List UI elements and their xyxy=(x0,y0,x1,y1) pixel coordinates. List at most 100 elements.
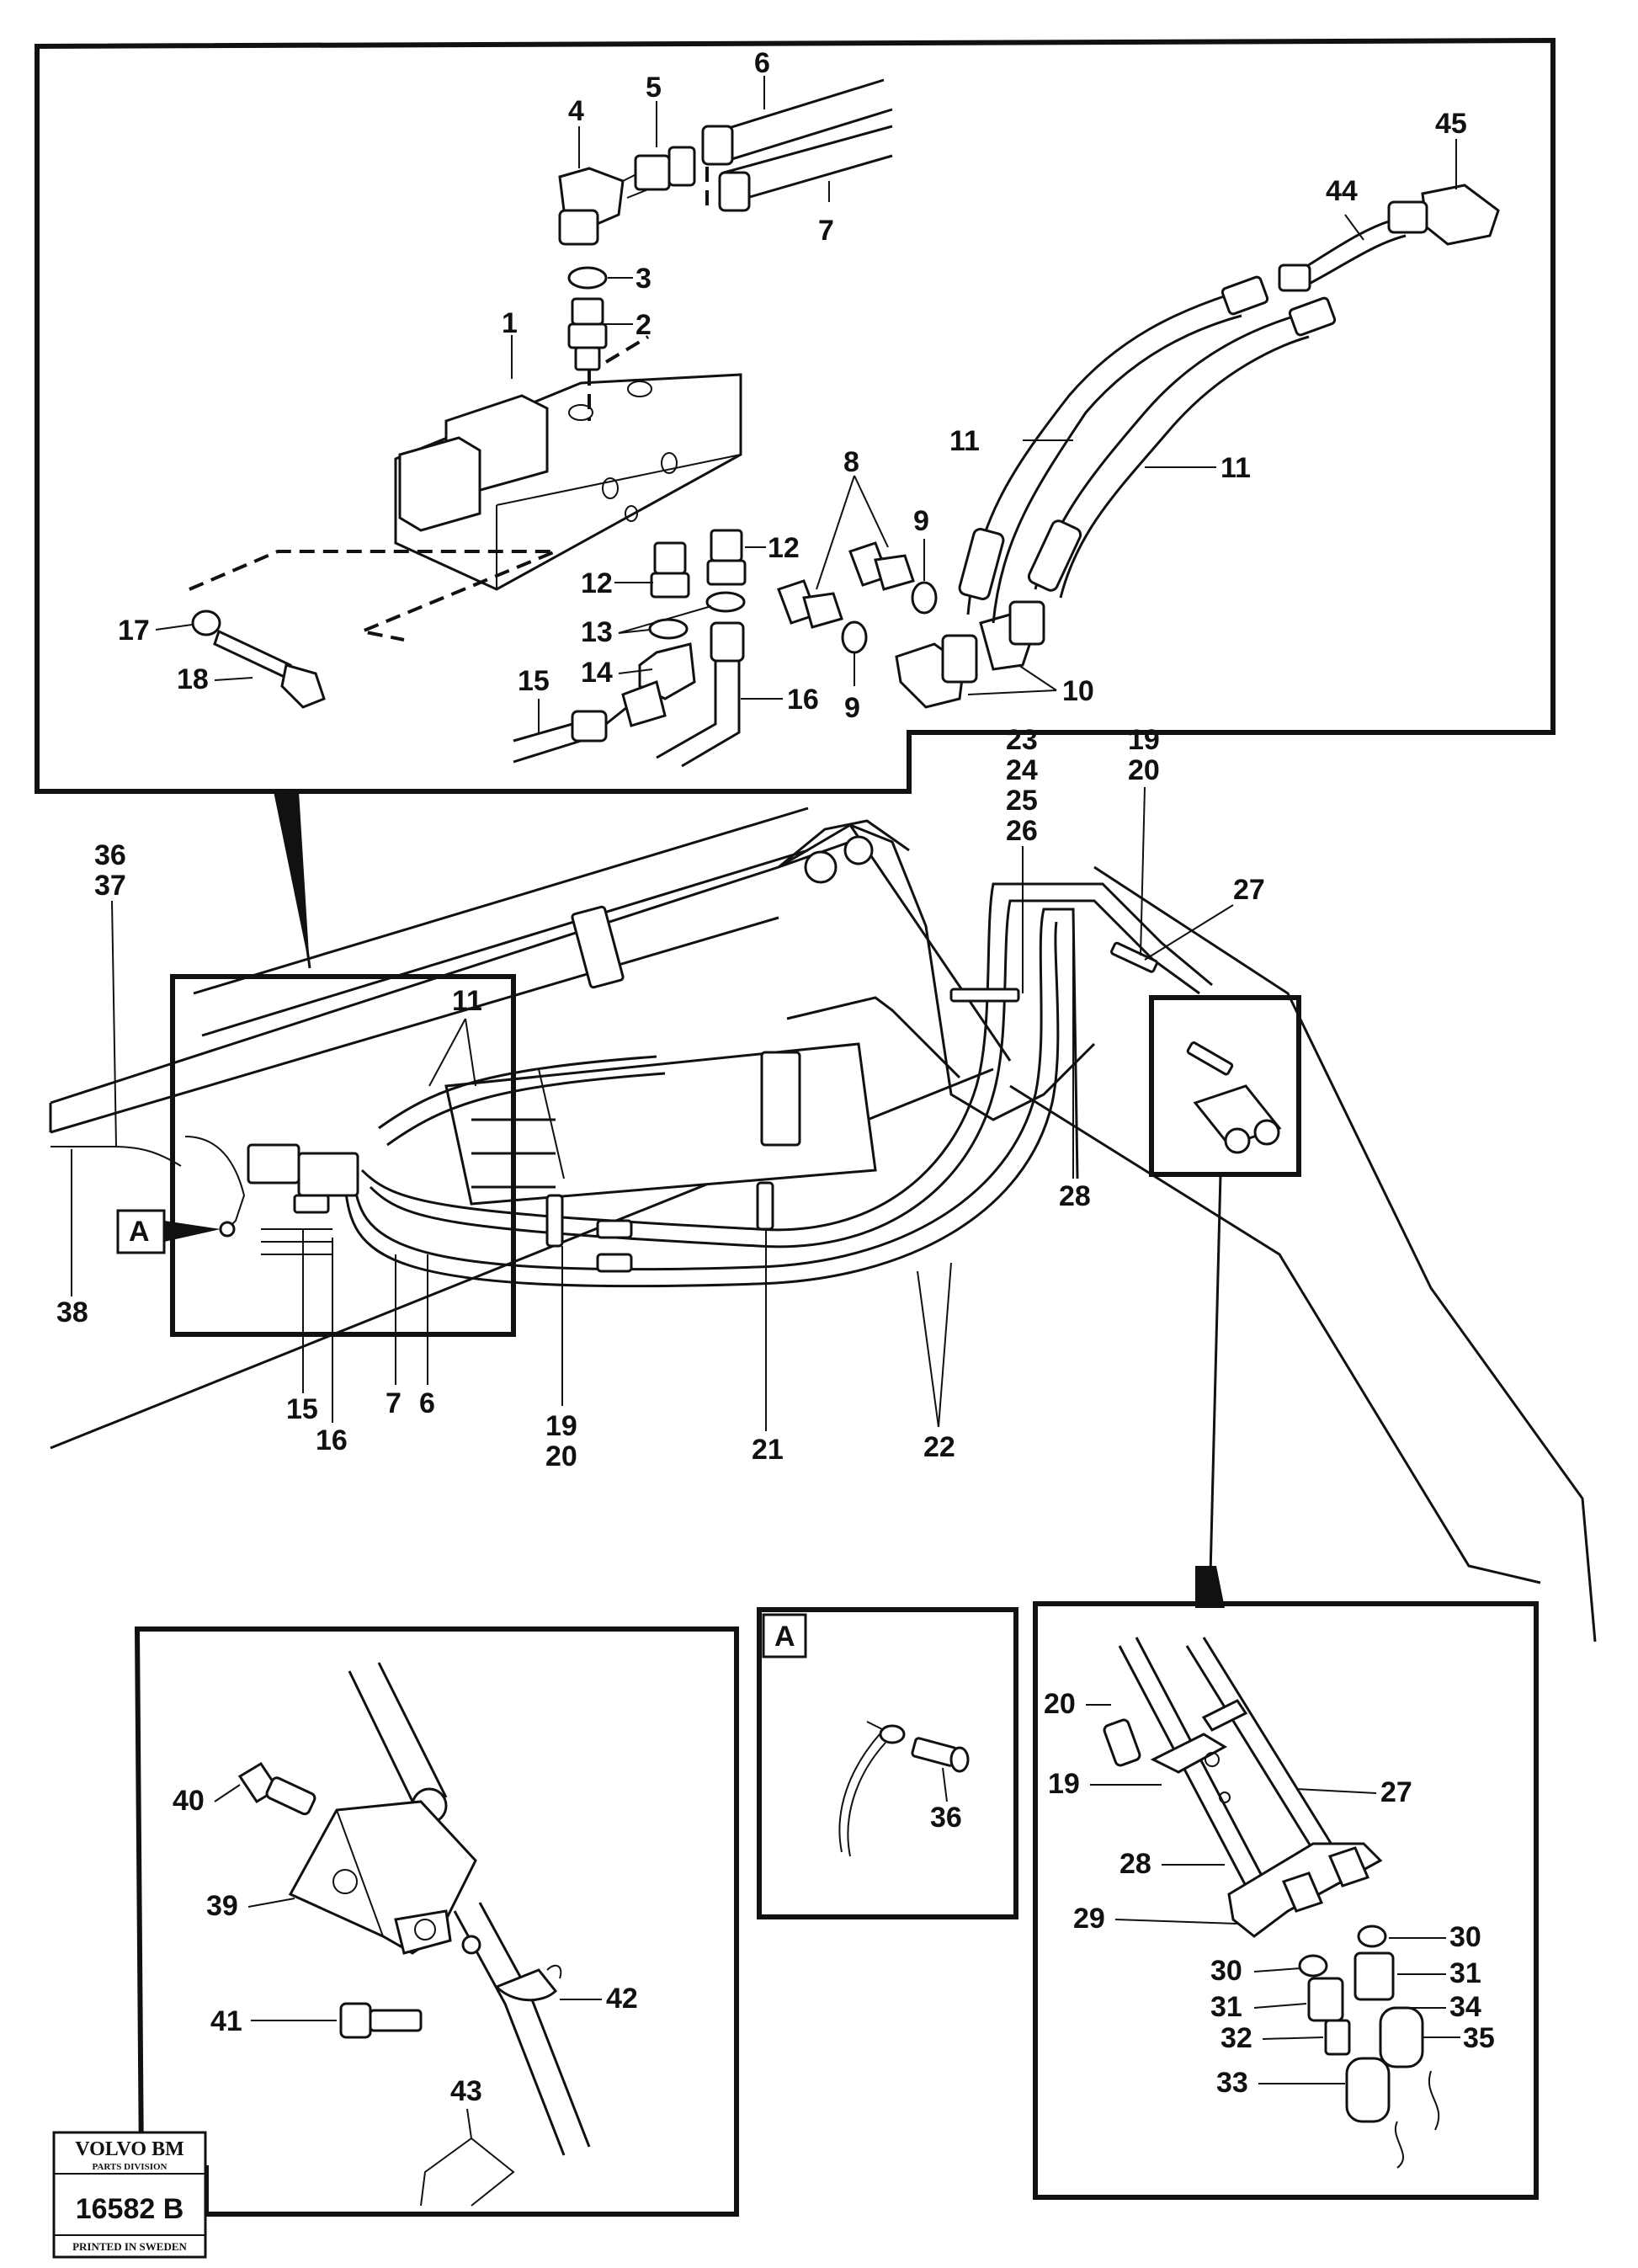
callout-16-boom: 16 xyxy=(316,1424,348,1456)
bottom-left-callouts: 40 39 41 42 43 xyxy=(173,1784,638,2139)
callout-45: 45 xyxy=(1435,108,1467,140)
washer-13-left xyxy=(648,618,689,640)
boom-callouts: 23 24 25 26 19 20 27 36 37 11 38 28 15 1… xyxy=(56,724,1265,1472)
callout-31-left: 31 xyxy=(1210,1991,1242,2023)
callout-16: 16 xyxy=(787,684,819,716)
bottom-right-callouts: 20 19 27 28 29 30 30 31 31 34 32 35 33 xyxy=(1044,1688,1495,2099)
callout-19-detail: 19 xyxy=(1048,1768,1080,1800)
callout-9-upper: 9 xyxy=(913,505,929,537)
frame-pointer-top-left xyxy=(274,791,310,968)
elbow-10-left xyxy=(895,634,978,709)
callout-32: 32 xyxy=(1221,2022,1252,2054)
detail-marker-a-label: A xyxy=(129,1216,150,1248)
detail-a-header: A xyxy=(762,1613,807,1658)
ground-cable-36 xyxy=(838,1721,970,1857)
detail-marker-a: A xyxy=(116,1209,221,1254)
top-detail-frame xyxy=(35,37,1556,794)
hose-15 xyxy=(513,705,628,764)
callout-27-detail: 27 xyxy=(1380,1776,1412,1808)
callout-20-detail: 20 xyxy=(1044,1688,1076,1720)
connector-8-lower xyxy=(777,579,843,629)
callout-10: 10 xyxy=(1062,675,1094,707)
valve-block xyxy=(394,373,742,591)
callout-41: 41 xyxy=(210,2005,242,2037)
volvo-bm-logo-block: VOLVO BM PARTS DIVISION 16582 B PRINTED … xyxy=(52,2131,207,2259)
callout-19-top: 19 xyxy=(1128,724,1160,756)
washer-9-upper xyxy=(911,581,938,615)
boom-cylinder xyxy=(193,807,961,1206)
callout-22: 22 xyxy=(923,1431,955,1463)
bolt-position-dashline xyxy=(189,550,556,642)
callout-44: 44 xyxy=(1326,175,1358,207)
callout-20-top: 20 xyxy=(1128,754,1160,786)
callout-28: 28 xyxy=(1059,1180,1091,1212)
callout-33: 33 xyxy=(1216,2067,1248,2099)
elbow-45 xyxy=(1387,184,1500,246)
callout-1: 1 xyxy=(502,307,518,339)
callout-23: 23 xyxy=(1006,724,1038,756)
detail-a-box-label: A xyxy=(774,1621,795,1653)
callout-27: 27 xyxy=(1233,874,1265,906)
callout-4: 4 xyxy=(568,95,584,127)
callout-7-boom: 7 xyxy=(386,1387,402,1419)
callout-24: 24 xyxy=(1006,754,1038,786)
callout-25: 25 xyxy=(1006,785,1038,817)
hose-11-pair xyxy=(958,275,1337,624)
coupling-bracket-assembly xyxy=(1103,1637,1383,1938)
wing-screw-40 xyxy=(237,1761,316,1816)
callout-12-left: 12 xyxy=(581,567,613,599)
callout-38: 38 xyxy=(56,1296,88,1328)
callout-8: 8 xyxy=(843,446,859,478)
washer-13-right xyxy=(705,591,746,613)
callout-35: 35 xyxy=(1463,2022,1495,2054)
callout-40: 40 xyxy=(173,1785,205,1817)
callout-17: 17 xyxy=(118,615,150,647)
callout-11-right: 11 xyxy=(1221,452,1251,484)
callout-2: 2 xyxy=(636,309,651,341)
callout-14: 14 xyxy=(581,657,613,689)
boom-structure xyxy=(49,819,1597,1642)
callout-6: 6 xyxy=(754,47,770,79)
callout-39: 39 xyxy=(206,1890,238,1922)
elbow-14 xyxy=(621,642,696,727)
callout-11-left: 11 xyxy=(949,425,980,457)
callout-36-detail: 36 xyxy=(930,1802,962,1834)
callout-9-lower: 9 xyxy=(844,692,860,724)
bolt-18 xyxy=(213,629,326,709)
nut-fitting-5 xyxy=(634,146,696,191)
washer-3 xyxy=(567,266,608,290)
callout-36: 36 xyxy=(94,839,126,871)
washer-9-lower xyxy=(841,620,868,654)
hose-44 xyxy=(1278,217,1407,292)
washer-17 xyxy=(191,610,221,636)
callout-31-right: 31 xyxy=(1449,1957,1481,1989)
elbow-10-right xyxy=(979,600,1045,671)
callout-13: 13 xyxy=(581,616,613,648)
valve-mount-small xyxy=(51,1136,359,1255)
callout-26: 26 xyxy=(1006,815,1038,847)
cable-43 xyxy=(420,2138,515,2207)
logo-brand: VOLVO BM xyxy=(75,2138,184,2160)
callout-3: 3 xyxy=(636,263,651,295)
boom-detail-frame-right xyxy=(1149,995,1301,1177)
printed-in: PRINTED IN SWEDEN xyxy=(72,2240,187,2253)
callout-11-boom: 11 xyxy=(452,985,482,1017)
hose-6-7 xyxy=(701,78,893,212)
callout-29: 29 xyxy=(1073,1903,1105,1935)
quick-coupling-assembly xyxy=(1193,1084,1282,1154)
connector-8-upper xyxy=(848,541,915,591)
logo-division: PARTS DIVISION xyxy=(93,2162,168,2172)
callout-42: 42 xyxy=(606,1983,638,2015)
nipple-12-left xyxy=(650,541,690,599)
nipple-2 xyxy=(567,297,650,421)
screw-41 xyxy=(339,2002,423,2039)
callout-30-right: 30 xyxy=(1449,1921,1481,1953)
callout-21: 21 xyxy=(752,1434,784,1466)
top-callouts: 1 2 3 4 5 6 7 8 9 9 10 11 11 12 12 13 14 xyxy=(118,47,1467,732)
callout-19-boom: 19 xyxy=(545,1410,577,1442)
boom-detail-frame-left xyxy=(170,974,516,1337)
coupling-parts xyxy=(1298,1925,1440,2169)
callout-18: 18 xyxy=(177,663,209,695)
callout-15: 15 xyxy=(518,665,550,697)
callout-43: 43 xyxy=(450,2075,482,2107)
